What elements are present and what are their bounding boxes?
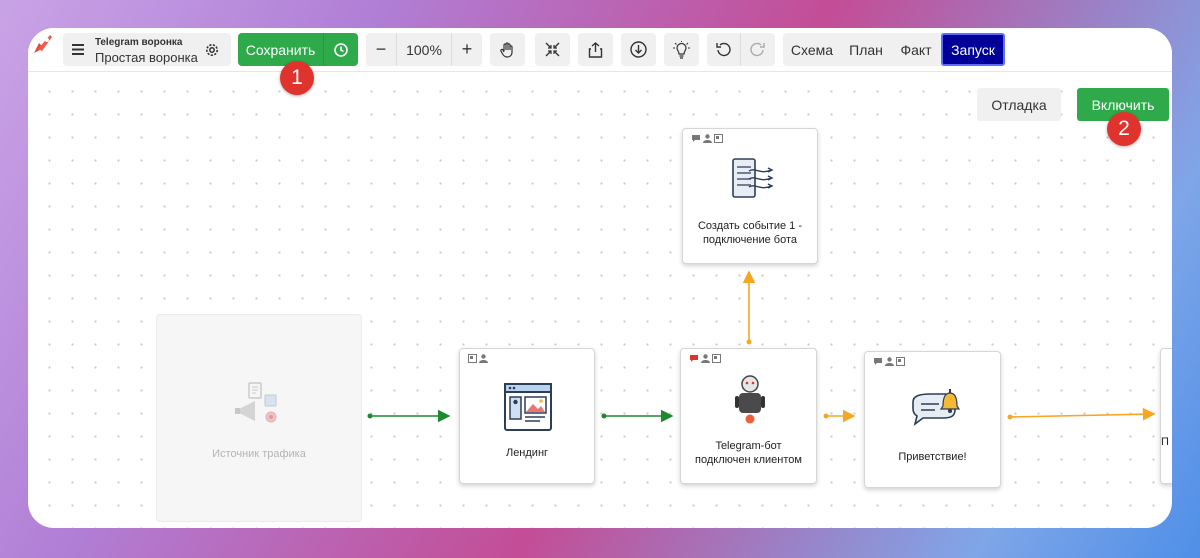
share-icon[interactable] [588,41,603,58]
message-icon [874,358,882,365]
edge-source-to-landing[interactable] [367,409,451,423]
page-icon [896,357,905,366]
toolbar: Telegram воронка Простая воронка Сохрани… [28,28,1172,72]
rocket-logo-icon [34,35,52,53]
history-controls [707,33,775,66]
app-window: Telegram воронка Простая воронка Сохрани… [28,28,1172,528]
user-icon [703,134,712,143]
user-icon [479,354,488,363]
greeting-label: Приветствие! [898,451,967,463]
message-bell-icon [912,389,961,426]
robot-icon [735,375,765,424]
traffic-source-label: Источник трафика [212,448,306,460]
view-tabs: Схема План Факт Запуск [783,33,1005,66]
tab-launch[interactable]: Запуск [941,33,1005,66]
redo-button[interactable] [741,33,774,66]
save-button-group[interactable]: Сохранить [238,33,358,66]
tab-plan[interactable]: План [849,41,883,58]
settings-button[interactable] [196,33,228,66]
tab-fact[interactable]: Факт [900,41,932,58]
node-partial[interactable]: П [1160,348,1172,484]
clock-history-icon[interactable] [333,42,349,58]
node-telegram-bot[interactable]: Telegram-бот подключен клиентом [680,348,817,484]
node-mini-icons [689,354,721,363]
flow-canvas[interactable]: Отладка Включить Источник трафика [28,72,1172,528]
page-icon [714,134,723,143]
gear-icon[interactable] [204,42,220,58]
node-mini-icons [873,357,905,366]
hand-tool-button[interactable] [490,33,525,66]
node-traffic-source[interactable]: Источник трафика [156,314,362,522]
edge-greeting-to-next[interactable] [1007,407,1156,421]
save-history-button[interactable] [323,33,358,66]
event-label-line2: подключение бота [702,234,798,246]
hand-icon[interactable] [500,41,515,58]
enable-button[interactable]: Включить [1077,88,1169,121]
funnel-type: Telegram воронка [95,37,183,48]
edge-bot-to-greeting[interactable] [823,409,856,423]
bot-label-line2: подключен клиентом [695,454,802,466]
node-create-event[interactable]: Создать событие 1 - подключение бота [682,128,818,264]
hints-button[interactable] [664,33,699,66]
save-button[interactable]: Сохранить [245,41,316,58]
flow-edges [367,270,1156,423]
message-icon [692,135,700,142]
bot-label-line1: Telegram-бот [715,440,782,452]
partial-label: П [1161,436,1169,448]
step-badge-1: 1 [280,61,314,95]
fit-view-button[interactable] [535,33,570,66]
landing-page-icon [504,383,552,431]
debug-button[interactable]: Отладка [977,88,1061,121]
funnel-title-block[interactable]: Telegram воронка Простая воронка [63,33,231,66]
share-button[interactable] [578,33,613,66]
download-icon[interactable] [630,41,647,58]
node-mini-icons [691,134,723,143]
undo-button[interactable] [707,33,740,66]
zoom-controls: − 100% + [366,33,482,66]
edge-bot-to-event[interactable] [742,270,756,345]
landing-label: Лендинг [505,447,549,459]
event-label-line1: Создать событие 1 - [697,220,802,232]
zoom-value[interactable]: 100% [406,41,442,58]
node-landing[interactable]: Лендинг [459,348,595,484]
node-mini-icons [468,354,488,363]
redo-icon[interactable] [750,42,765,57]
step-badge-2: 2 [1107,112,1141,146]
hamburger-icon[interactable] [72,44,84,55]
event-document-icon [732,158,774,198]
shrink-icon[interactable] [545,42,560,57]
page-icon [468,354,477,363]
undo-icon[interactable] [716,42,731,57]
lightbulb-icon[interactable] [672,40,691,59]
page-icon [712,354,721,363]
zoom-in-button[interactable]: + [461,39,473,59]
message-icon [690,355,698,362]
edge-landing-to-bot[interactable] [601,409,674,423]
zoom-out-button[interactable]: − [375,39,387,59]
node-greeting[interactable]: Приветствие! [864,351,1001,488]
funnel-name: Простая воронка [95,50,198,65]
tab-scheme[interactable]: Схема [790,41,834,58]
traffic-source-icon [235,382,277,423]
download-button[interactable] [621,33,656,66]
user-icon [701,354,710,363]
user-icon [885,357,894,366]
